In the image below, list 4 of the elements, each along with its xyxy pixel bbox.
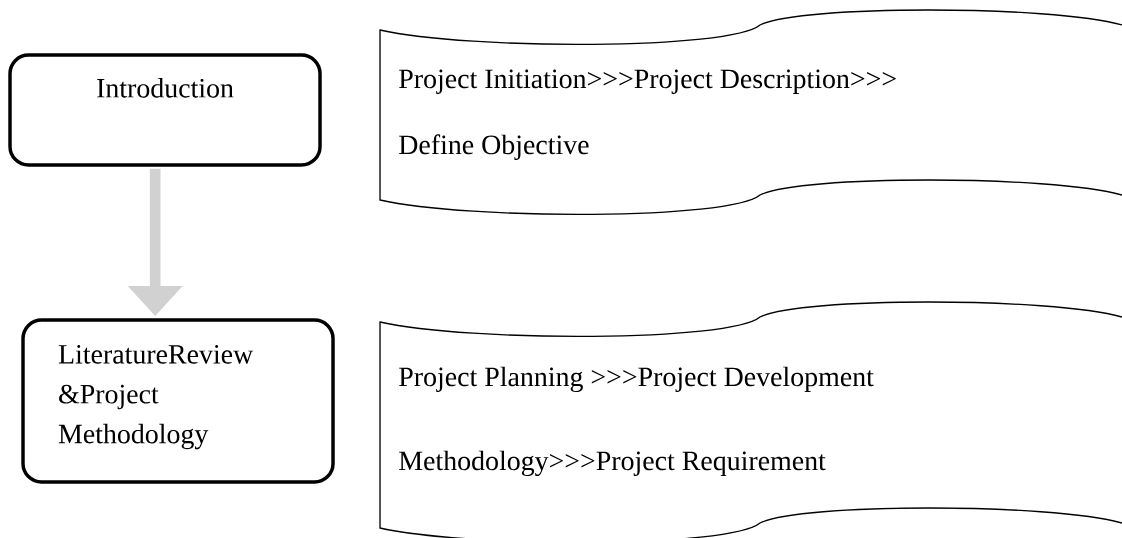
rounded-box: LiteratureReview &Project Methodology [21, 318, 335, 484]
wavy-banner: Project Planning >>>Project Development Methodology>>>Project Requirement [379, 301, 1122, 538]
wavy-banner: Project Initiation>>>Project Description>>> Define Objective [379, 9, 1122, 216]
rounded-box: Introduction [8, 53, 322, 167]
